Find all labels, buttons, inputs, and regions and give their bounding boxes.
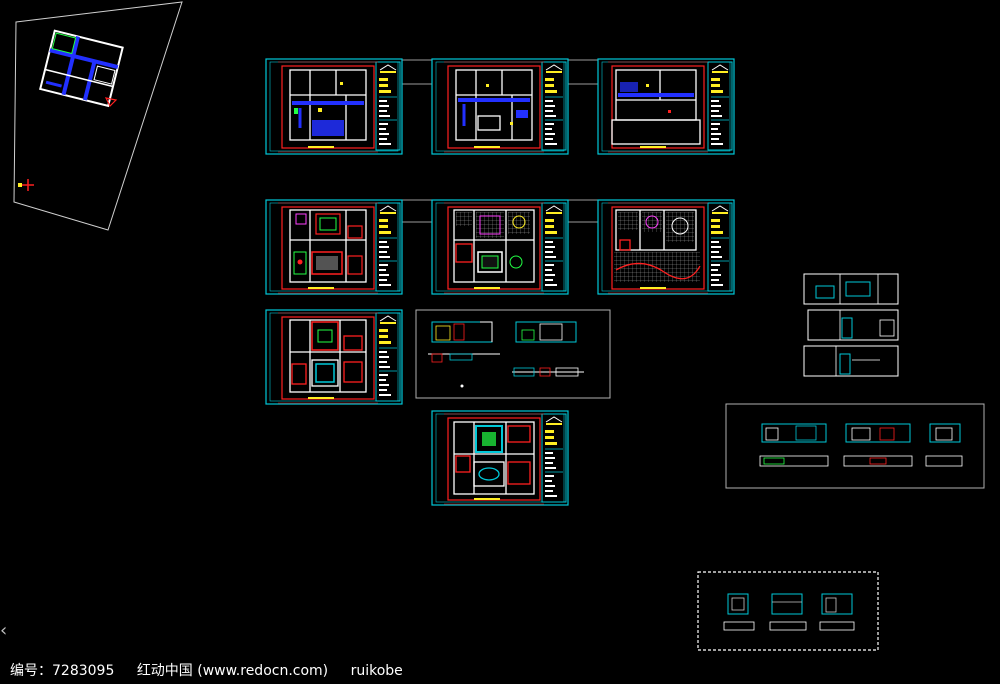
drawing-sheet-5[interactable] (431, 199, 569, 295)
drawing-sheet-4[interactable] (265, 199, 403, 295)
elevation-sheet-b[interactable] (725, 403, 985, 489)
sheet-connectors (402, 59, 598, 223)
drawing-sheet-1[interactable] (265, 58, 403, 155)
watermark: 编号：7283095 红动中国 (www.redocn.com) ruikobe (10, 660, 421, 680)
watermark-author: ruikobe (350, 663, 403, 679)
drawing-sheet-7[interactable] (265, 309, 403, 405)
drawing-sheet-2[interactable] (431, 58, 569, 155)
drawing-sheet-6[interactable] (597, 199, 735, 295)
chevron-left-icon[interactable]: ‹ (0, 620, 8, 641)
drawing-sheet-8[interactable] (431, 410, 569, 506)
section-sheet-stack[interactable] (803, 273, 899, 377)
selection-window[interactable] (697, 571, 879, 651)
watermark-id: 编号：7283095 (10, 663, 115, 679)
watermark-site: 红动中国 (www.redocn.com) (136, 663, 329, 679)
crosshair-icon (18, 179, 34, 191)
site-plan[interactable] (13, 1, 183, 231)
elevation-sheet-a[interactable] (415, 309, 611, 399)
drawing-sheet-3[interactable] (597, 58, 735, 155)
